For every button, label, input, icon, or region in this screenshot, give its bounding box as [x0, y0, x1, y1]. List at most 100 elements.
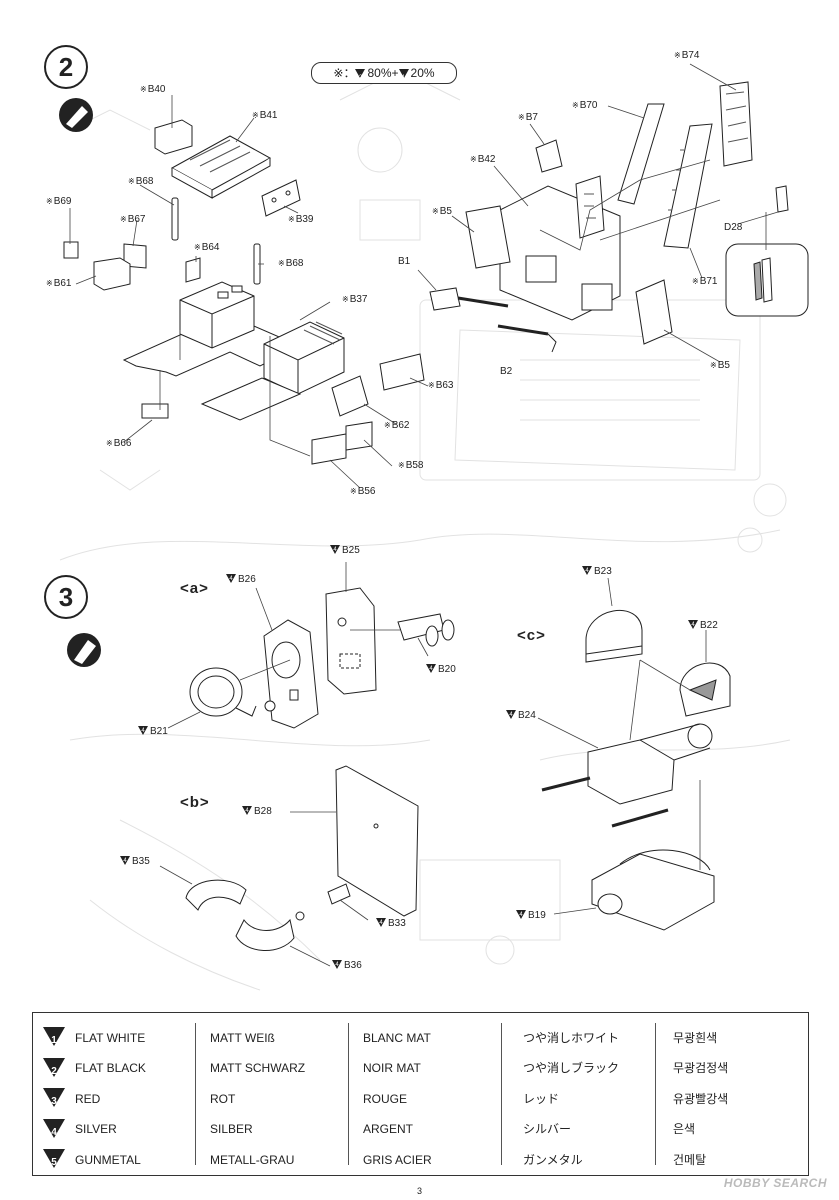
part-number: B5 — [717, 360, 730, 371]
part-label: ※B68 — [128, 176, 154, 187]
part-label: ※B5 — [432, 206, 452, 217]
part-number: B41 — [259, 110, 278, 121]
part-label: ※B70 — [572, 100, 598, 111]
part-b40 — [154, 119, 193, 155]
part-number: B64 — [201, 242, 220, 253]
part-b23 — [585, 610, 643, 663]
step2-left-parts — [63, 95, 429, 489]
paint-name-ja: ガンメタル — [523, 1152, 583, 1167]
part-label: B2 — [500, 366, 512, 378]
part-label: ※B62 — [384, 420, 410, 431]
paint-name-de: SILBER — [210, 1122, 253, 1137]
part-number: B19 — [528, 910, 546, 921]
part-number: B24 — [518, 710, 536, 721]
part-label: ※B68 — [278, 258, 304, 269]
part-b66 — [141, 403, 169, 419]
paint-name-de: METALL-GRAU — [210, 1152, 295, 1167]
part-b68-left — [171, 197, 179, 241]
part-b5-right — [635, 279, 673, 345]
paint-name-ja: つや消しホワイト — [523, 1031, 620, 1045]
paint-name-ko: 무광흰색 — [673, 1031, 718, 1045]
part-number: B74 — [681, 50, 700, 61]
paint-number-icon: 4 — [376, 918, 386, 927]
part-b33 — [327, 883, 351, 905]
part-number: B39 — [295, 214, 314, 225]
paint-name-ko: 건메탈 — [673, 1152, 707, 1167]
watermark: HOBBY SEARCH — [723, 1176, 827, 1190]
part-label: ※B56 — [350, 486, 376, 497]
part-label: ※B7 — [518, 112, 538, 123]
part-number: B40 — [147, 84, 166, 95]
part-b37 — [263, 321, 345, 395]
subassembly-a-label: <a> — [180, 580, 209, 597]
part-number: B61 — [53, 278, 72, 289]
part-b64 — [185, 257, 201, 283]
part-number: B7 — [525, 112, 538, 123]
paint-number-icon: 5 — [43, 1148, 65, 1168]
part-number: B63 — [435, 380, 454, 391]
paint-name-fr: BLANC MAT — [363, 1031, 431, 1045]
step-icons — [59, 98, 101, 667]
part-b58 — [345, 421, 373, 451]
paint-name-fr: GRIS ACIER — [363, 1152, 432, 1167]
paint-name-de: ROT — [210, 1091, 236, 1106]
part-b19 — [591, 853, 715, 931]
part-number: B21 — [150, 726, 168, 737]
paint-name-ko: 은색 — [673, 1122, 696, 1137]
part-number: B68 — [285, 258, 304, 269]
paint-number-icon: 4 — [226, 574, 236, 583]
paint-number-icon: 4 — [242, 806, 252, 815]
step2-right-parts — [417, 63, 809, 363]
part-label: ※B42 — [470, 154, 496, 165]
subassembly-b-label: <b> — [180, 794, 210, 811]
part-b2 — [497, 324, 549, 336]
paint-name-ja: つや消しブラック — [523, 1061, 620, 1076]
paint-number-icon: 2 — [43, 1057, 65, 1077]
part-number: B56 — [357, 486, 376, 497]
paint-name-fr: ARGENT — [363, 1122, 414, 1137]
part-number: B1 — [398, 256, 411, 267]
part-number: B25 — [342, 545, 360, 556]
part-b7 — [535, 139, 563, 173]
part-b69 — [63, 241, 79, 259]
part-b1 — [429, 287, 461, 311]
step-number-3: 3 — [44, 575, 88, 619]
part-b5-left — [465, 205, 511, 269]
paint-number-icon: 4 — [516, 910, 526, 919]
part-label: ※B63 — [428, 380, 454, 391]
paint-number-icon: 4 — [582, 566, 592, 575]
part-number: B66 — [113, 438, 132, 449]
paint-col-japanese: つや消しホワイト つや消しブラック レッド シルバー ガンメタル — [523, 1023, 653, 1167]
part-number: B58 — [405, 460, 424, 471]
paint-col-german: MATT WEIß MATT SCHWARZ ROT SILBER METALL… — [210, 1023, 350, 1167]
part-label: ※B5 — [710, 360, 730, 371]
part-number: B36 — [344, 960, 362, 971]
part-b61 — [93, 257, 131, 291]
paint-number-icon: 1 — [43, 1027, 65, 1047]
part-number: B20 — [438, 664, 456, 675]
part-label: ※B69 — [46, 196, 72, 207]
part-b63 — [379, 353, 425, 391]
part-label: ※B66 — [106, 438, 132, 449]
paint-number-icon: 4 — [120, 856, 130, 865]
part-number: D28 — [724, 222, 743, 233]
part-number: B35 — [132, 856, 150, 867]
part-number: B2 — [500, 366, 513, 377]
paint-number-icon: 4 — [688, 620, 698, 629]
part-number: B5 — [439, 206, 452, 217]
part-number: B42 — [477, 154, 496, 165]
paint-name-de: MATT WEIß — [210, 1031, 275, 1045]
